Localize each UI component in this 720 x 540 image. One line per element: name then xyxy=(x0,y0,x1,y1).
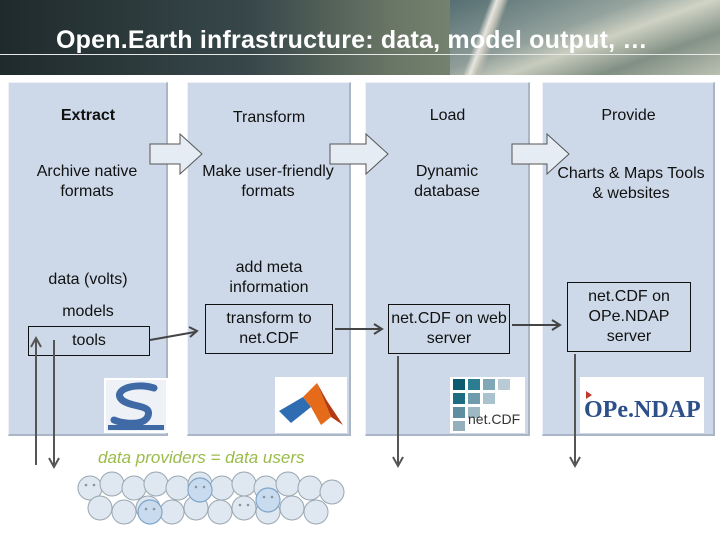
arrow-down-opendap xyxy=(569,354,581,469)
page-title: Open.Earth infrastructure: data, model o… xyxy=(56,26,648,54)
header-banner: Open.Earth infrastructure: data, model o… xyxy=(0,0,720,75)
netcdf-logo: net.CDF xyxy=(450,377,525,433)
arrow-transform-load xyxy=(335,323,384,335)
opendap-logo-label: OPe.NDAP xyxy=(584,397,701,423)
subtitle-extract: Archive native formats xyxy=(36,163,138,200)
block-arrow-extract-transform xyxy=(149,132,203,176)
item-opendap-server: net.CDF on OPe.NDAP server xyxy=(567,282,691,352)
subtitle-load: Dynamic database xyxy=(414,163,480,200)
smiley-crowd-highlight xyxy=(137,477,281,525)
item-tools: tools xyxy=(28,326,150,356)
smiley-faces xyxy=(84,483,274,511)
column-header-transform: Transform xyxy=(232,109,306,126)
providers-label: data providers = data users xyxy=(98,448,305,467)
arrow-load-provide xyxy=(512,319,562,331)
panel-extract xyxy=(8,82,168,436)
block-arrow-load-provide xyxy=(511,132,570,176)
subtitle-provide: Charts & Maps Tools & websites xyxy=(557,165,705,202)
item-add-meta: add meta information xyxy=(205,256,333,300)
netcdf-logo-label: net.CDF xyxy=(468,411,521,427)
item-data-volts: data (volts) xyxy=(28,266,148,294)
block-arrow-transform-load xyxy=(329,132,389,176)
column-header-provide: Provide xyxy=(601,107,656,124)
item-models: models xyxy=(28,300,148,324)
item-transform-netcdf: transform to net.CDF xyxy=(205,304,333,354)
arrow-tools-transform xyxy=(149,326,199,341)
subversion-logo xyxy=(104,378,168,433)
title-underline xyxy=(0,54,720,55)
item-netcdf-web-server: net.CDF on web server xyxy=(388,304,510,354)
arrow-down-web-server xyxy=(392,356,404,469)
column-header-load: Load xyxy=(429,107,466,124)
subtitle-transform: Make user-friendly formats xyxy=(202,163,334,200)
smiley-crowd xyxy=(77,471,345,525)
column-header-extract: Extract xyxy=(60,107,116,124)
matlab-logo xyxy=(275,377,347,433)
bridge-road xyxy=(455,0,515,75)
opendap-logo: OPe.NDAP xyxy=(580,377,704,433)
arrow-bidirectional-providers xyxy=(30,335,60,470)
